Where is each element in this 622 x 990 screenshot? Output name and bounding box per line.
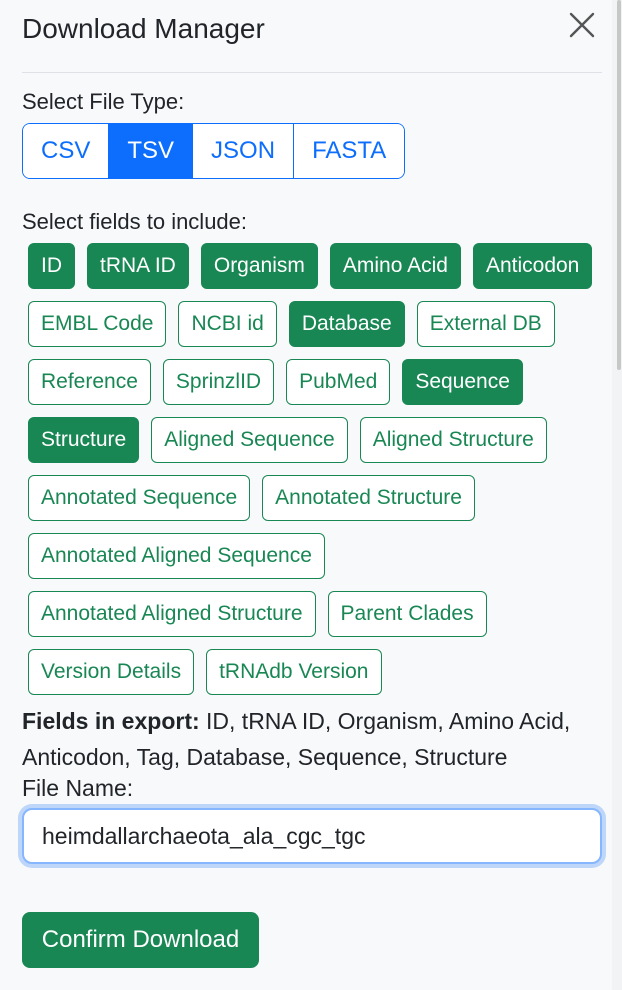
fields-in-export-label: Fields in export: (22, 708, 200, 734)
close-button[interactable] (562, 5, 602, 45)
field-chip[interactable]: PubMed (286, 359, 391, 405)
field-chip[interactable]: tRNA ID (87, 243, 189, 289)
file-name-field[interactable] (22, 808, 602, 864)
confirm-download-button[interactable]: Confirm Download (22, 912, 259, 968)
download-manager-panel: Download Manager Select File Type: CSV T… (22, 0, 602, 968)
fields-in-export-value: ID, tRNA ID, Organism, Amino Acid, Antic… (22, 708, 571, 770)
page-title: Download Manager (22, 13, 265, 44)
field-chip[interactable]: Sequence (402, 359, 523, 405)
field-chip[interactable]: Version Details (28, 649, 195, 695)
field-chip[interactable]: External DB (416, 301, 555, 347)
file-name-input[interactable] (24, 821, 600, 851)
field-chip[interactable]: ID (28, 243, 75, 289)
field-chip[interactable]: Anticodon (472, 243, 593, 289)
file-type-label: Select File Type: (22, 89, 185, 114)
file-type-fasta[interactable]: FASTA (294, 124, 405, 178)
field-chip[interactable]: EMBL Code (28, 301, 167, 347)
field-chip[interactable]: Parent Clades (327, 591, 487, 637)
field-chip[interactable]: Database (288, 301, 405, 347)
field-chip[interactable]: Reference (28, 359, 151, 405)
close-icon (569, 12, 595, 38)
file-type-json[interactable]: JSON (193, 124, 295, 178)
file-name-label: File Name: (22, 775, 134, 801)
field-chip[interactable]: Annotated Aligned Sequence (28, 533, 325, 579)
field-chip[interactable]: Structure (28, 417, 140, 463)
field-chip[interactable]: SprinzlID (162, 359, 275, 405)
field-chip[interactable]: Annotated Sequence (28, 475, 251, 521)
field-chip[interactable]: Aligned Sequence (151, 417, 348, 463)
header: Download Manager (22, 0, 602, 73)
field-chip[interactable]: Organism (200, 243, 318, 289)
field-chip[interactable]: NCBI id (178, 301, 277, 347)
field-chip[interactable]: Aligned Structure (359, 417, 547, 463)
field-chip[interactable]: Amino Acid (329, 243, 461, 289)
scrollbar[interactable] (612, 0, 622, 990)
scrollbar-thumb[interactable] (617, 0, 621, 370)
field-chip[interactable]: tRNAdb Version (206, 649, 382, 695)
file-type-selector: CSV TSV JSON FASTA (22, 123, 406, 179)
field-chip[interactable]: Annotated Aligned Structure (28, 591, 316, 637)
file-type-tsv[interactable]: TSV (109, 124, 194, 178)
file-type-csv[interactable]: CSV (23, 124, 110, 178)
fields-label: Select fields to include: (22, 209, 248, 234)
field-chip[interactable]: Annotated Structure (262, 475, 475, 521)
fields-in-export: Fields in export: ID, tRNA ID, Organism,… (22, 703, 602, 775)
